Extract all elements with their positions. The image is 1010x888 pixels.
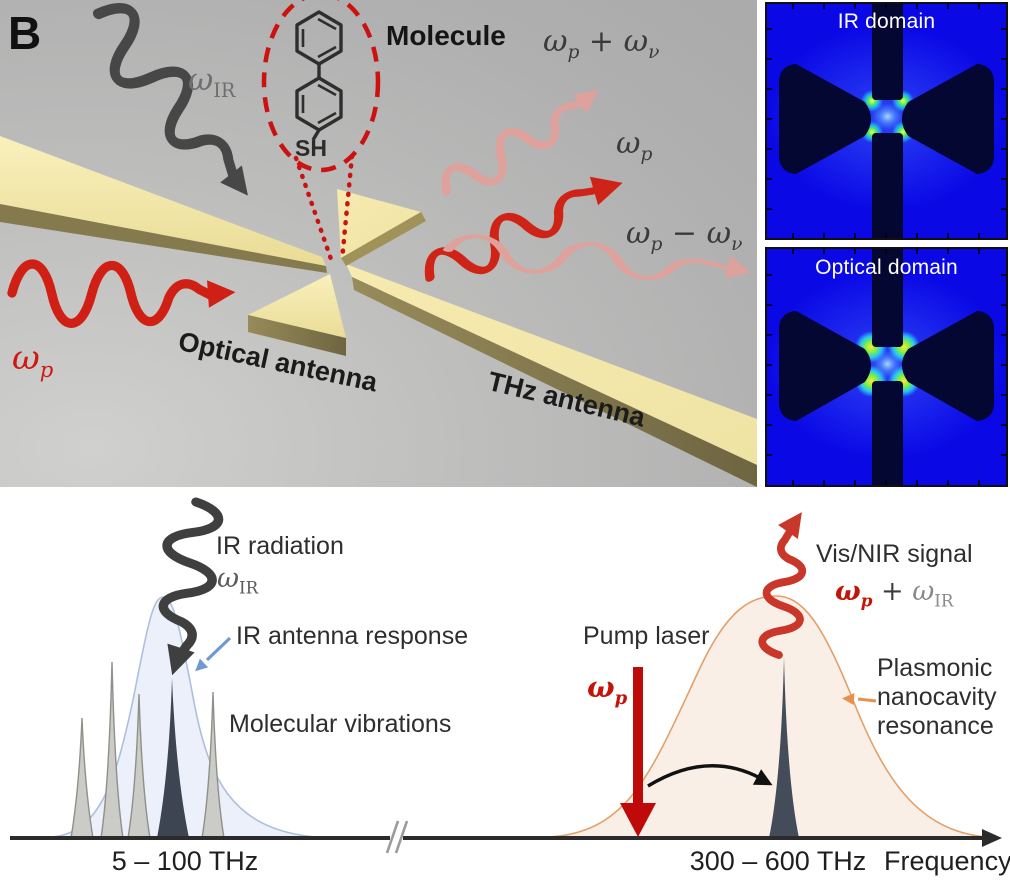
panel-b-scene: B ωIR Molecule SH ωp + ων ωp ωp − ων ωp …: [0, 0, 757, 487]
spectrum-axis: [10, 820, 1002, 854]
pump-omega-label: ωp: [587, 670, 628, 709]
output-pump-label: ωp: [616, 126, 653, 165]
omega-ir-label: ωIR: [188, 62, 236, 103]
field-map-ir: [765, 2, 1008, 240]
upconverted-peak: [769, 657, 799, 838]
ir-omega-label: ωIR: [217, 563, 259, 598]
right-range-label: 300 – 600 THz: [689, 846, 867, 876]
field-map-ir-graphics: [765, 2, 1008, 240]
molecular-vibrations-label: Molecular vibrations: [229, 710, 452, 738]
thz-antenna-right-arm: [346, 264, 757, 487]
left-range-label: 5 – 100 THz: [111, 846, 259, 876]
ir-response-pointer-arrow: [191, 636, 232, 676]
plasmonic-line-3: resonance: [877, 712, 994, 740]
output-pump-wave-arrow: [421, 168, 627, 295]
pump-omega-label: ωp: [12, 338, 54, 382]
vis-nir-signal-label: Vis/NIR signal: [816, 540, 973, 568]
ir-map-ticks: [767, 4, 1006, 238]
spectrum-diagram: [10, 487, 1002, 854]
ir-map-antenna-shapes: [779, 2, 994, 240]
antenna-scene-graphics: [0, 0, 757, 487]
pump-laser-label: Pump laser: [583, 622, 710, 650]
output-sum-wave-arrow: [438, 80, 606, 207]
optical-map-title: Optical domain: [815, 256, 958, 279]
plasmonic-resonance-label: Plasmonic nanocavity resonance: [877, 654, 997, 741]
field-map-optical-graphics: [765, 247, 1008, 487]
pump-laser-arrow: [620, 667, 656, 837]
ir-map-title: IR domain: [837, 10, 936, 33]
bowtie-top-triangle: [337, 189, 426, 266]
molecule-callout-ellipse: [261, 0, 381, 265]
output-diff-label: ωp − ων: [626, 216, 743, 255]
signal-omega-label: ωp + ωIR: [835, 576, 954, 611]
ir-radiation-label: IR radiation: [216, 532, 344, 560]
bowtie-bottom-triangle: [248, 274, 346, 356]
field-map-optical: [765, 247, 1008, 487]
optical-map-ticks: [767, 249, 1006, 485]
thiol-label: SH: [295, 135, 327, 161]
pump-wave-arrow: [11, 264, 237, 326]
molecule-structure: [295, 10, 343, 141]
frequency-conversion-arrow: [647, 764, 777, 794]
axis-break: [385, 820, 409, 854]
plasmonic-line-2: nanocavity: [877, 683, 997, 711]
optical-map-antenna-shapes: [779, 247, 994, 487]
axis-arrowhead: [982, 829, 1002, 847]
panel-label: B: [8, 7, 42, 59]
plasmonic-resonance-curve: [547, 595, 989, 838]
target-vibration-peak: [157, 678, 189, 838]
plasmonic-pointer-arrow: [841, 692, 877, 706]
output-sum-label: ωp + ων: [543, 24, 660, 63]
molecule-title: Molecule: [386, 20, 506, 51]
ir-antenna-response-label: IR antenna response: [236, 622, 469, 650]
frequency-axis-label: Frequency: [884, 846, 1010, 876]
thz-antenna-left-arm: [0, 136, 327, 273]
plasmonic-line-1: Plasmonic: [877, 654, 993, 682]
molecular-vibration-peaks: [70, 661, 225, 839]
